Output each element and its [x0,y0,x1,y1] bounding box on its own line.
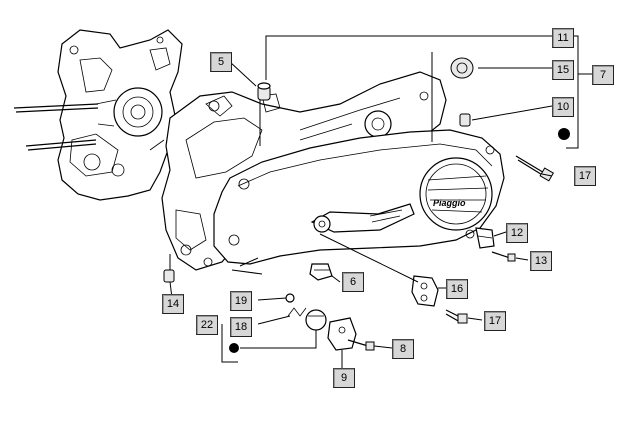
callout-17-top: 17 [574,166,596,186]
roller-part-15 [450,57,474,79]
callout-13: 13 [530,251,552,271]
callout-12: 12 [506,223,528,243]
washer-part-19 [285,293,295,303]
leader-lines [169,35,592,368]
bush-part-14 [163,269,175,283]
callout-10: 10 [552,97,574,117]
plug-part-22 [229,343,239,353]
callout-18: 18 [230,317,252,337]
callout-19: 19 [230,291,252,311]
callout-5: 5 [210,52,232,72]
callout-7: 7 [592,65,614,85]
cap-part-22 [305,309,327,331]
transmission-cover: Piaggio [213,129,505,265]
callout-9: 9 [333,368,355,388]
crankcase-left-half [13,29,183,201]
callout-8: 8 [392,339,414,359]
clamp-part-16 [411,275,439,307]
cover-logo: Piaggio [433,198,466,208]
bracket-part-9 [327,317,357,351]
screw-part-17-top [515,155,555,182]
screw-part-13 [491,251,516,262]
callout-22: 22 [196,315,218,335]
spring-part-18 [287,307,307,317]
dowel-part-10 [459,113,471,127]
callout-6: 6 [342,272,364,292]
callout-17-bottom: 17 [484,311,506,331]
plug-part-7 [558,128,570,140]
callout-11: 11 [552,28,574,48]
callout-14: 14 [162,294,184,314]
block-part-6 [309,263,333,281]
callout-16: 16 [446,279,468,299]
callout-15: 15 [552,60,574,80]
bush-part-5 [257,82,271,101]
clip-part-12 [475,227,495,249]
screw-part-17-bottom [445,309,468,324]
